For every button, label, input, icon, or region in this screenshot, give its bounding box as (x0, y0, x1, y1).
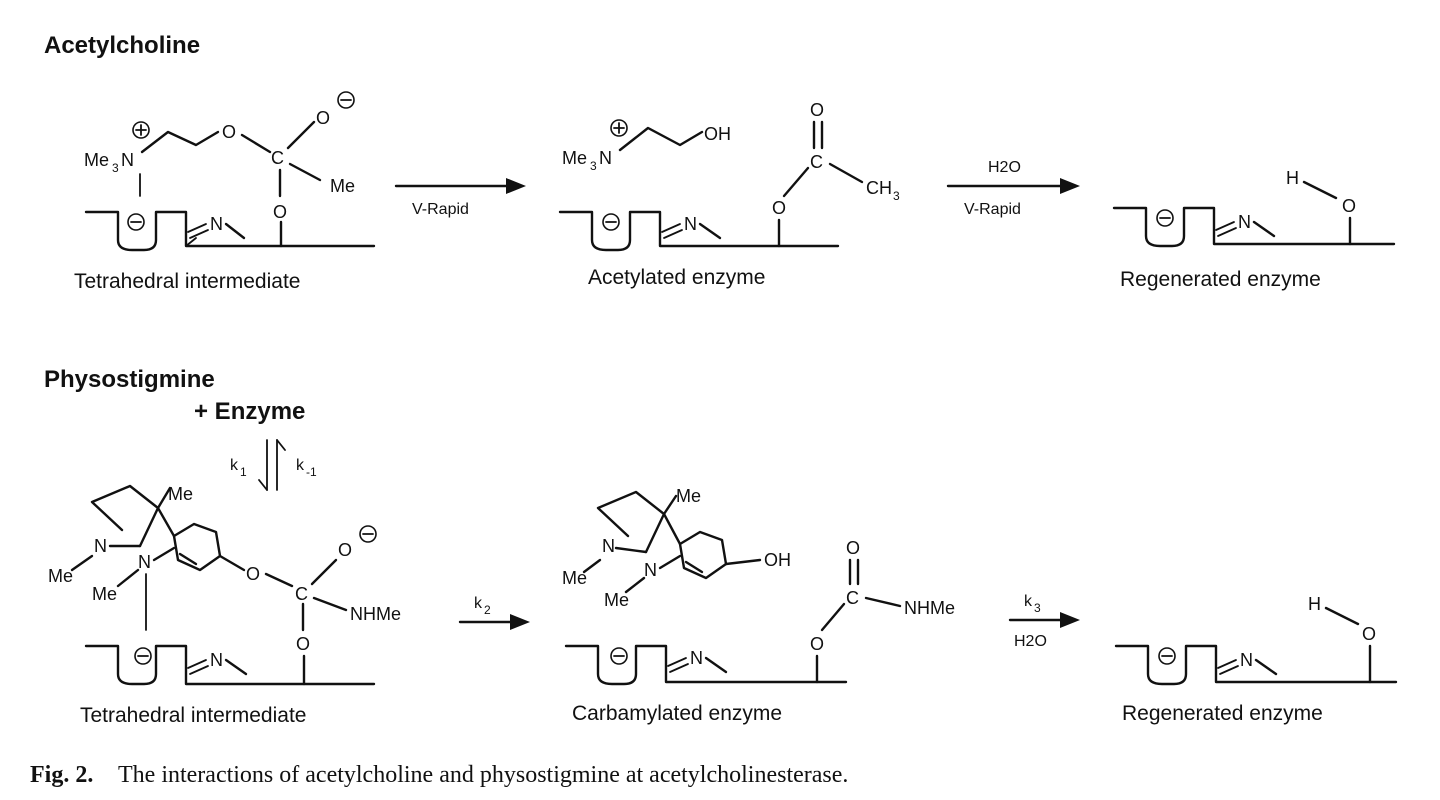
ach-arrow-step1: V-Rapid (394, 178, 526, 218)
ach-ae-n: N (599, 148, 612, 168)
k3-sub: 3 (1034, 601, 1041, 615)
phy-ce-me-n2: Me (604, 590, 629, 610)
phy-ti-n1: N (94, 536, 107, 556)
k3-label: k (1024, 593, 1033, 610)
phy-ce-oh: OH (764, 550, 791, 570)
phy-carbamylated-enzyme: N Me Me N Me OH O C NHMe O N Carbamylate… (562, 486, 955, 725)
phy-arrow-k2: k 2 (458, 595, 530, 630)
ach-ti-imine-n: N (210, 214, 223, 234)
kminus1-sub: -1 (306, 465, 317, 479)
phy-ce-c: C (846, 588, 859, 608)
ach-step2-top-label: H2O (988, 159, 1021, 176)
phy-carbamylated-label: Carbamylated enzyme (572, 702, 782, 725)
caption-text: The interactions of acetylcholine and ph… (118, 762, 848, 788)
phy-ti-c: C (295, 584, 308, 604)
phy-ti-me-n1: Me (48, 566, 73, 586)
ach-ti-o-minus: O (316, 108, 330, 128)
phy-ti-o-minus: O (338, 540, 352, 560)
ach-acetylated-label: Acetylated enzyme (588, 266, 765, 289)
ach-regenerated-enzyme: N H O Regenerated enzyme (1112, 168, 1396, 291)
phy-re-h: H (1308, 594, 1321, 614)
phy-equilibrium-arrows: k 1 k -1 (230, 439, 317, 491)
phy-ce-nhme: NHMe (904, 598, 955, 618)
ach-ti-c: C (271, 148, 284, 168)
ach-re-o: O (1342, 196, 1356, 216)
ach-ae-c: C (810, 152, 823, 172)
ach-ae-oh: OH (704, 124, 731, 144)
ach-acetylated-enzyme: N Me 3 N OH O C CH 3 O Acetylated enzyme (558, 100, 900, 289)
caption-figure-number: Fig. 2. (30, 762, 93, 788)
ach-ti-me: Me (330, 176, 355, 196)
ach-ae-ch3: CH (866, 178, 892, 198)
plus-enzyme-label: + Enzyme (194, 398, 305, 425)
ach-ti-me3-sub: 3 (112, 161, 119, 175)
ach-ae-ch3-sub: 3 (893, 189, 900, 203)
k2-label: k (474, 595, 483, 612)
phy-ce-carbonyl-o: O (846, 538, 860, 558)
phy-regenerated-label: Regenerated enzyme (1122, 702, 1323, 725)
k1-sub: 1 (240, 465, 247, 479)
phy-tetrahedral-intermediate: N Me Me N Me O C O NHMe O N Tet (48, 484, 401, 727)
ach-ae-carbonyl-o: O (810, 100, 824, 120)
ach-regenerated-label: Regenerated enzyme (1120, 268, 1321, 291)
phy-re-o: O (1362, 624, 1376, 644)
phy-ti-me-quat: Me (168, 484, 193, 504)
kminus1-label: k (296, 457, 305, 474)
k2-sub: 2 (484, 603, 491, 617)
phy-ti-nhme: NHMe (350, 604, 401, 624)
ach-re-imine-n: N (1238, 212, 1251, 232)
ach-step1-label: V-Rapid (412, 201, 469, 218)
phy-ti-me-n2: Me (92, 584, 117, 604)
figure-caption: Fig. 2. The interactions of acetylcholin… (30, 762, 848, 788)
ach-ae-imine-n: N (684, 214, 697, 234)
ach-tetrahedral-intermediate: N Me 3 N O C O Me O Tetrahedral intermed… (74, 91, 376, 293)
physostigmine-heading: Physostigmine (44, 366, 215, 393)
ach-ae-serine-o: O (772, 198, 786, 218)
ach-step2-bottom-label: V-Rapid (964, 201, 1021, 218)
phy-arrow-k3: k 3 H2O (1008, 593, 1080, 650)
k1-label: k (230, 457, 239, 474)
phy-ce-n2: N (644, 560, 657, 580)
ach-ae-me3: Me (562, 148, 587, 168)
phy-ce-me-n1: Me (562, 568, 587, 588)
ach-ti-me3: Me (84, 150, 109, 170)
phy-ce-imine-n: N (690, 648, 703, 668)
phy-re-imine-n: N (1240, 650, 1253, 670)
phy-ce-me-quat: Me (676, 486, 701, 506)
ach-re-h: H (1286, 168, 1299, 188)
ach-ti-ether-o: O (222, 122, 236, 142)
phy-ti-ether-o: O (246, 564, 260, 584)
phy-ce-n1: N (602, 536, 615, 556)
phy-tetrahedral-label: Tetrahedral intermediate (80, 704, 306, 727)
phy-ti-n2: N (138, 552, 151, 572)
phy-regenerated-enzyme: N H O Regenerated enzyme (1114, 594, 1398, 725)
ach-arrow-step2: H2O V-Rapid (946, 159, 1080, 218)
phy-ti-serine-o: O (296, 634, 310, 654)
ach-ti-serine-o: O (273, 202, 287, 222)
phy-ti-imine-n: N (210, 650, 223, 670)
phy-ce-serine-o: O (810, 634, 824, 654)
ach-tetrahedral-label: Tetrahedral intermediate (74, 270, 300, 293)
ach-ti-n: N (121, 150, 134, 170)
phy-h2o-label: H2O (1014, 633, 1047, 650)
ach-ae-me3-sub: 3 (590, 159, 597, 173)
acetylcholine-heading: Acetylcholine (44, 32, 200, 59)
